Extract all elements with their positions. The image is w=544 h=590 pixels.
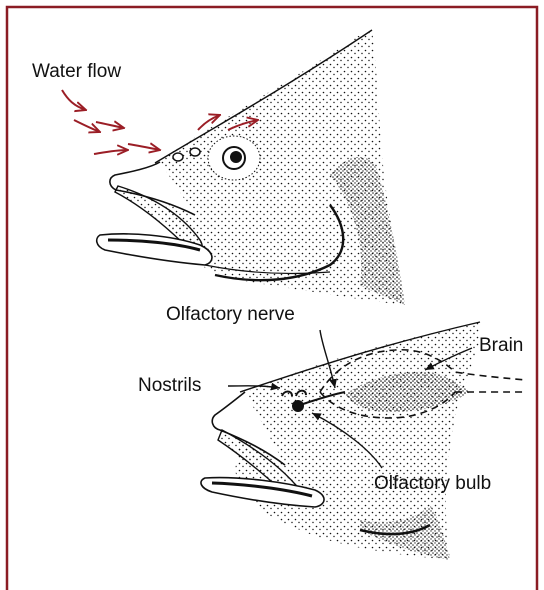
label-olfactory-bulb: Olfactory bulb (374, 474, 491, 493)
bottom-fish-head (201, 322, 525, 560)
water-flow-arrow-4 (94, 150, 128, 154)
top-fish-head (97, 30, 405, 305)
label-nostrils: Nostrils (138, 376, 201, 395)
water-flow-arrow-1 (62, 90, 86, 110)
top-fish-pupil (230, 151, 242, 163)
water-flow-arrow-5 (128, 144, 160, 150)
olfactory-bulb (292, 400, 304, 412)
water-flow-arrow-3 (96, 122, 124, 128)
label-olfactory-nerve: Olfactory nerve (166, 305, 295, 324)
top-fish-nostril-rear (190, 148, 200, 156)
top-fish-nostril-front (173, 153, 183, 161)
label-brain: Brain (479, 336, 523, 355)
label-water-flow: Water flow (32, 62, 121, 81)
